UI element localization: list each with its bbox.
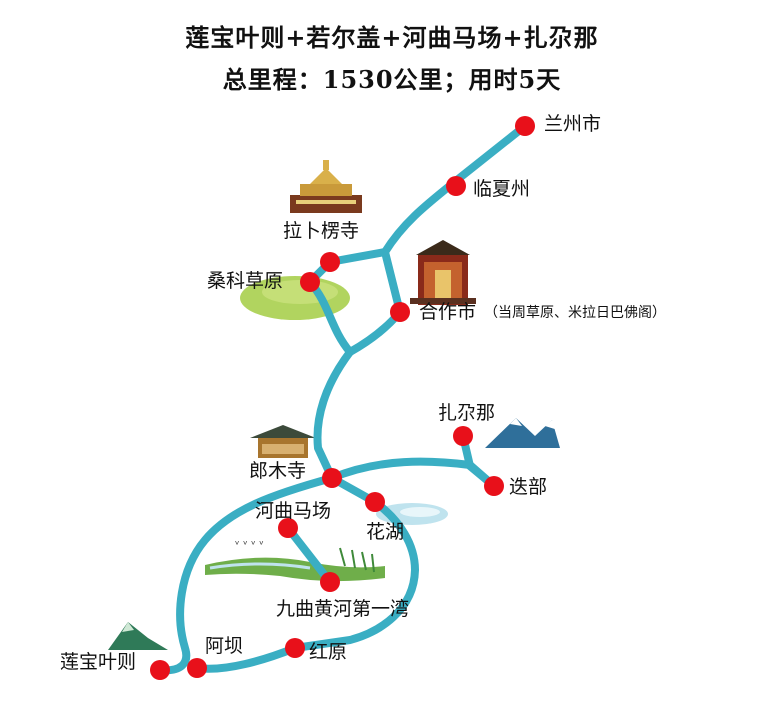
label-lanzhou: 兰州市 (544, 113, 602, 135)
map-title: 莲宝叶则+若尔盖+河曲马场+扎尕那 (185, 23, 599, 52)
route-langmu-loop-west (156, 474, 336, 675)
label-jiuqu: 九曲黄河第一湾 (276, 598, 410, 620)
label-zhagana: 扎尕那 (438, 402, 496, 424)
label-sangke: 桑科草原 (207, 270, 284, 292)
label-huahu: 花湖 (366, 521, 405, 543)
route-diebu-to-zhagana (459, 432, 498, 490)
stop-zhagana[interactable] (453, 426, 473, 446)
route-junction-to-labuleng (306, 248, 389, 286)
svg-text:ᵛ ᵛ ᵛ ᵛ: ᵛ ᵛ ᵛ ᵛ (235, 538, 264, 551)
stop-jiuqu[interactable] (320, 572, 340, 592)
jiuqu-bend-illustration: ᵛ ᵛ ᵛ ᵛ (205, 538, 385, 582)
label-hongyuan: 红原 (309, 641, 348, 663)
label-hezuo-note: （当周草原、米拉日巴佛阁） (484, 305, 666, 321)
hezuo-pavilion-icon (410, 240, 476, 305)
label-hezuo: 合作市 (419, 301, 477, 323)
label-linxia: 临夏州 (473, 178, 531, 200)
stop-diebu[interactable] (484, 476, 504, 496)
zhagana-mountain-icon (485, 418, 560, 448)
label-hequ: 河曲马场 (255, 500, 332, 522)
stop-markers (150, 116, 535, 680)
stop-lanzhou[interactable] (515, 116, 535, 136)
stop-linxia[interactable] (446, 176, 466, 196)
stop-langmu[interactable] (322, 468, 342, 488)
route-hequ-to-jiuqu (284, 524, 334, 586)
stop-hongyuan[interactable] (285, 638, 305, 658)
route-huahu-loop-east (291, 498, 419, 652)
stop-lianbao[interactable] (150, 660, 170, 680)
label-langmu: 郎木寺 (249, 460, 307, 482)
stop-sangke[interactable] (300, 272, 320, 292)
map-decorations: ᵛ ᵛ ᵛ ᵛ (108, 160, 560, 650)
label-labuleng: 拉卜楞寺 (283, 220, 360, 242)
label-aba: 阿坝 (205, 635, 244, 657)
stop-labuleng[interactable] (320, 252, 340, 272)
stop-aba[interactable] (187, 658, 207, 678)
route-merge-to-langmu (313, 348, 354, 482)
langmu-temple-icon (250, 425, 316, 458)
label-diebu: 迭部 (509, 476, 548, 498)
stop-hezuo[interactable] (390, 302, 410, 322)
stop-huahu[interactable] (365, 492, 385, 512)
labuleng-temple-icon (290, 160, 362, 213)
map-subtitle: 总里程：1530公里；用时5天 (222, 65, 562, 94)
stop-hequ[interactable] (278, 518, 298, 538)
route-langmu-to-diebu (328, 457, 498, 490)
lianbao-mountain-icon (108, 622, 168, 650)
label-lianbao: 莲宝叶则 (60, 651, 137, 673)
